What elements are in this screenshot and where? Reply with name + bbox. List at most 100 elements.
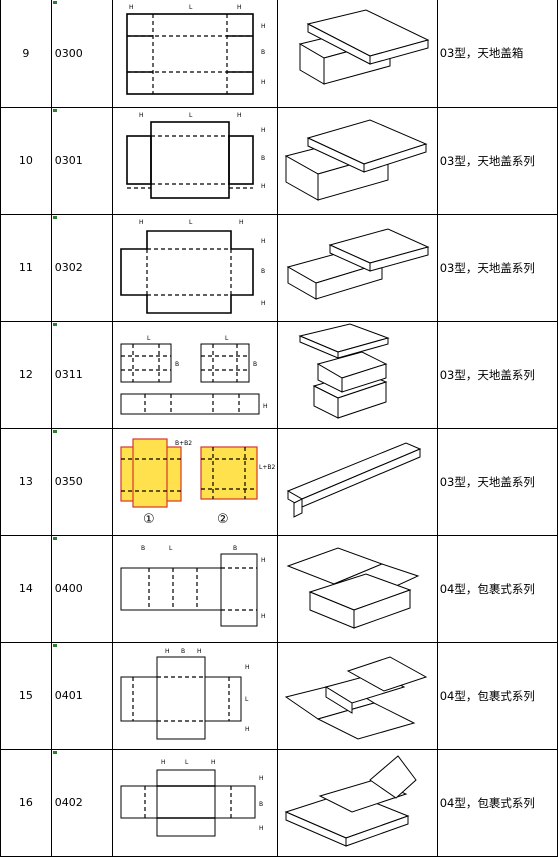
dim-label-l: L xyxy=(189,4,193,11)
dim-label-b: B xyxy=(253,361,257,368)
code-text: 0400 xyxy=(54,582,83,595)
box-illustration xyxy=(276,106,438,215)
table-row: 9 0300 H L H H B H xyxy=(0,0,558,108)
row-code: 0302 xyxy=(50,213,113,322)
code-text: 0401 xyxy=(54,689,83,702)
box-type: 03型，天地盖系列 xyxy=(436,427,558,536)
dim-label-h: H xyxy=(261,127,266,134)
dim-label-h: H xyxy=(139,112,144,119)
dim-label-h: H xyxy=(261,238,266,245)
flat-diagram: B L B H H xyxy=(111,534,278,643)
table-row: 13 0350 B+B2 L+B2 ① ② xyxy=(0,427,558,536)
dim-label-b: B xyxy=(261,268,265,275)
box-illustration xyxy=(276,427,438,536)
row-number: 10 xyxy=(0,106,52,215)
box-illustration xyxy=(276,534,438,643)
cell-marker xyxy=(52,643,57,647)
row-number: 14 xyxy=(0,534,52,643)
dim-label-b: B xyxy=(181,648,185,655)
cell-marker xyxy=(52,536,57,540)
dim-label-h: H xyxy=(261,23,266,30)
dim-label-b: B xyxy=(261,155,265,162)
annotation: B+B2 xyxy=(175,440,192,447)
cell-marker xyxy=(52,1,57,4)
dim-label-b: B xyxy=(261,49,265,56)
flat-diagram: H L H H B H xyxy=(111,0,278,108)
dim-label-b: B xyxy=(175,361,179,368)
box-illustration xyxy=(276,641,438,750)
flat-diagram: B+B2 L+B2 ① ② xyxy=(111,427,278,536)
box-type: 04型，包裹式系列 xyxy=(436,534,558,643)
row-code: 0401 xyxy=(50,641,113,750)
dim-label-b: B xyxy=(141,545,145,552)
dim-label-h: H xyxy=(263,403,268,410)
box-type: 03型，天地盖系列 xyxy=(436,213,558,322)
dim-label-h: H xyxy=(237,4,242,11)
dim-label-l: L xyxy=(147,335,151,342)
dim-label-h: H xyxy=(259,825,264,832)
cell-marker xyxy=(52,108,57,112)
table-row: 16 0402 H L H B H H xyxy=(0,748,558,857)
dim-label-h: H xyxy=(261,79,266,86)
box-type: 04型，包裹式系列 xyxy=(436,641,558,750)
dim-label-l: L xyxy=(189,112,193,119)
table-row: 11 0302 H L H H B H xyxy=(0,213,558,322)
box-type: 03型，天地盖箱 xyxy=(436,0,558,108)
table-row: 15 0401 H B H L H H xyxy=(0,641,558,750)
dim-label-l: L xyxy=(169,545,173,552)
row-code: 0301 xyxy=(50,106,113,215)
row-code: 0400 xyxy=(50,534,113,643)
row-number: 11 xyxy=(0,213,52,322)
table-row: 12 0311 L L B B xyxy=(0,320,558,429)
cell-marker xyxy=(52,322,57,326)
cell-marker xyxy=(52,215,57,219)
dim-label-h: H xyxy=(211,759,216,766)
cell-marker xyxy=(52,429,57,433)
dim-label-h: H xyxy=(237,112,242,119)
code-text: 0350 xyxy=(54,475,83,488)
dim-label-h: H xyxy=(197,648,202,655)
row-number: 15 xyxy=(0,641,52,750)
code-text: 0302 xyxy=(54,261,83,274)
flat-diagram: H L H H B H xyxy=(111,106,278,215)
row-number: 13 xyxy=(0,427,52,536)
dim-label-l: L xyxy=(245,696,249,703)
dim-label-h: H xyxy=(245,726,250,733)
box-type: 03型，天地盖系列 xyxy=(436,320,558,429)
flat-diagram: H L H H B H xyxy=(111,213,278,322)
dim-label-h: H xyxy=(259,775,264,782)
box-type: 04型，包裹式系列 xyxy=(436,748,558,857)
table-row: 14 0400 B L B H H xyxy=(0,534,558,643)
row-code: 0300 xyxy=(50,0,113,108)
row-number: 16 xyxy=(0,748,52,857)
table-row: 10 0301 H L H H B H xyxy=(0,106,558,215)
code-text: 0301 xyxy=(54,154,83,167)
dim-label-h: H xyxy=(161,759,166,766)
row-code: 0311 xyxy=(50,320,113,429)
dim-label-h: H xyxy=(261,183,266,190)
row-number: 12 xyxy=(0,320,52,429)
cell-marker xyxy=(52,750,57,754)
dim-label-h: H xyxy=(261,557,266,564)
flat-diagram: L L B B H xyxy=(111,320,278,429)
dim-label-l: L xyxy=(189,219,193,226)
row-code: 0402 xyxy=(50,748,113,857)
figure-number: ① xyxy=(143,512,155,527)
box-illustration xyxy=(276,320,438,429)
row-number: 9 xyxy=(0,0,52,108)
dim-label-h: H xyxy=(239,219,244,226)
figure-number: ② xyxy=(217,512,229,527)
dim-label-h: H xyxy=(165,648,170,655)
flat-diagram: H L H B H H xyxy=(111,748,278,857)
dim-label-b: B xyxy=(233,545,237,552)
row-code: 0350 xyxy=(50,427,113,536)
dim-label-h: H xyxy=(245,664,250,671)
box-type: 03型，天地盖系列 xyxy=(436,106,558,215)
dim-label-b: B xyxy=(259,801,263,808)
dim-label-h: H xyxy=(261,613,266,620)
dim-label-l: L xyxy=(185,759,189,766)
dim-label-h: H xyxy=(261,300,266,307)
box-illustration xyxy=(276,0,438,108)
dim-label-h: H xyxy=(139,219,144,226)
